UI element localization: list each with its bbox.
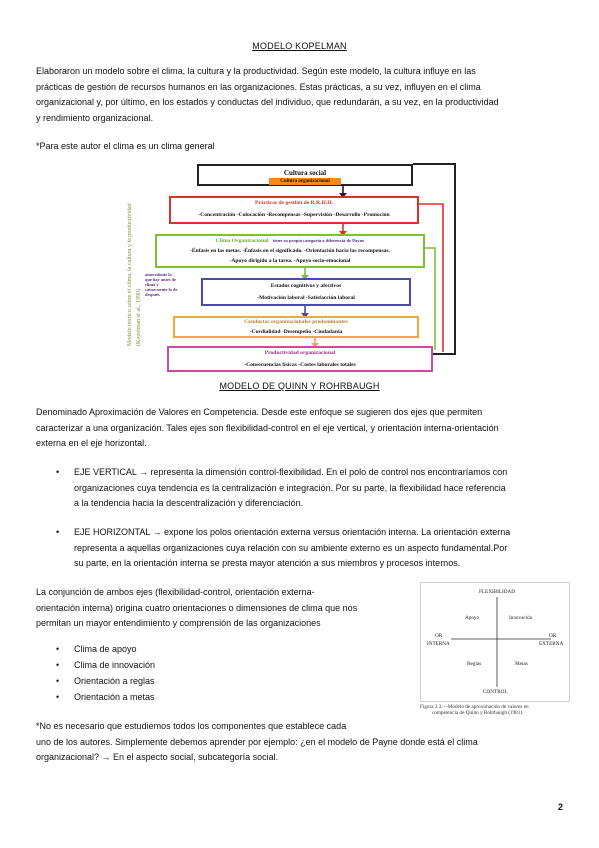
- paragraph-line: Elaboraron un modelo sobre el clima, la …: [36, 66, 476, 76]
- quinn-axes: [451, 597, 551, 687]
- heading-kopelman: MODELO KOPELMAN: [252, 41, 347, 51]
- box-title: Prácticas de gestión de R.R.H.H.: [255, 200, 333, 206]
- bullet-eje-vertical: • EJE VERTICAL → representa la dimensión…: [56, 465, 566, 512]
- antecedent-line: antecedente lo: [145, 272, 172, 277]
- antecedent-line: que hay antes de: [145, 277, 177, 282]
- box-items: -Motivación laboral -Satisfacción labora…: [257, 295, 355, 301]
- box-title: Conductas organizacionales predominantes: [244, 319, 348, 325]
- box-title-note: tiene su propia categoría a diferencia d…: [272, 238, 365, 243]
- box-title-line: Clima Organizacional tiene su propia cat…: [157, 238, 423, 244]
- box-items: -Consecuencias físicas -Costes laborales…: [244, 362, 356, 368]
- dimension-label: Orientación a metas: [74, 692, 155, 702]
- kopelman-note: *Para este autor el clima es un clima ge…: [36, 141, 215, 151]
- page-number: 2: [557, 802, 563, 812]
- axis-left-label: OR.: [435, 633, 444, 639]
- dimension-item: • Clima de innovación: [56, 660, 155, 670]
- bullet-dot: •: [56, 467, 60, 477]
- conjuncion-paragraph: La conjunción de ambos ejes (flexibilida…: [36, 585, 406, 632]
- box-title: Productividad organizacional: [264, 350, 336, 356]
- box-practicas-rrhh: Prácticas de gestión de R.R.H.H. -Concen…: [169, 196, 419, 224]
- bullet-eje-horizontal: • EJE HORIZONTAL → expone los polos orie…: [56, 525, 566, 572]
- quinn-paragraph: Denominado Aproximación de Valores en Co…: [36, 405, 566, 452]
- note-line: organizacional? → En el aspecto social, …: [36, 752, 279, 762]
- box-title: Clima Organizacional: [215, 238, 269, 244]
- paragraph-line: permitan un mayor entendimiento y compre…: [36, 618, 321, 628]
- paragraph-line: organizacional y, por último, en los est…: [36, 97, 499, 107]
- paragraph-line: prácticas de gestión de recursos humanos…: [36, 81, 481, 92]
- box-items: -Apoyo dirigido a la tarea. -Apoyo socio…: [229, 258, 351, 264]
- figure-connectors: [301, 163, 456, 355]
- box-estados: Estados cognitivos y afectivos -Motivaci…: [201, 278, 411, 306]
- box-subtitle: Cultura organizacional: [269, 178, 341, 185]
- box-items: -Cordialidad -Desempeño -Ciudadanía: [249, 329, 343, 335]
- axis-right-label: OR.: [549, 633, 558, 639]
- axis-top-label: FLEXIBILIDAD: [479, 589, 516, 595]
- dimension-item: • Orientación a reglas: [56, 676, 155, 686]
- caption-line: competencia de Quinn y Rohrbaugh (1981).: [432, 710, 524, 717]
- paragraph-line: La conjunción de ambos ejes (flexibilida…: [36, 587, 315, 597]
- box-productividad: Productividad organizacional -Consecuenc…: [167, 346, 433, 372]
- dimension-item: • Orientación a metas: [56, 692, 155, 702]
- quadrant-metas: Metas: [515, 661, 528, 667]
- bullet-line: su parte, en la orientación interna se p…: [74, 558, 461, 568]
- antecedent-note: antecedente lo que hay antes de clima y …: [145, 272, 177, 297]
- bullet-dot: •: [56, 644, 60, 654]
- box-title: Estados cognitivos y afectivos: [270, 283, 342, 289]
- antecedent-line: clima y: [145, 282, 159, 287]
- bullet-line: a la tendencia hacia la descentralizació…: [74, 498, 304, 508]
- note-line: *No es necesario que estudiemos todos lo…: [36, 721, 347, 731]
- bullet-dot: •: [56, 660, 60, 670]
- kopelman-figure: Modelo teórico sobre el clima, la cultur…: [125, 156, 465, 378]
- paragraph-line: orientación interna) origina cuatro orie…: [36, 602, 358, 613]
- bullet-dot: •: [56, 527, 60, 537]
- dimension-label: Orientación a reglas: [74, 676, 155, 686]
- dimension-label: Clima de apoyo: [74, 644, 137, 654]
- dimension-item: • Clima de apoyo: [56, 644, 137, 654]
- bullet-line: representa a aquellas organizaciones cuy…: [74, 542, 508, 553]
- box-conductas: Conductas organizacionales predominantes…: [173, 316, 419, 338]
- paragraph-line: Denominado Aproximación de Valores en Co…: [36, 407, 483, 417]
- box-cultura-social: Cultura social Cultura organizacional: [197, 164, 413, 186]
- box-clima-organizacional: Clima Organizacional tiene su propia cat…: [155, 234, 425, 268]
- paragraph-line: externa en el eje horizontal.: [36, 438, 147, 448]
- paragraph-line: caracterizar a una organización. Tales e…: [36, 422, 499, 433]
- box-items: -Concentración -Colocación -Recompensas …: [198, 212, 390, 218]
- dimension-label: Clima de innovación: [74, 660, 156, 670]
- bullet-dot: •: [56, 676, 60, 686]
- antecedent-line: consecuente lo de: [145, 287, 178, 292]
- caption-line: Figura 3.3.—Modelo de aproximación de va…: [420, 704, 529, 710]
- axis-right-label: EXTERNA: [539, 641, 564, 647]
- paragraph-line: y rendimiento organizacional.: [36, 112, 154, 123]
- bullet-text: EJE HORIZONTAL → expone los polos orient…: [74, 525, 566, 572]
- quadrant-reglas: Reglas: [467, 661, 482, 667]
- bullet-text: EJE VERTICAL → representa la dimensión c…: [74, 465, 566, 512]
- quinn-figure: FLEXIBILIDAD CONTROL OR. INTERNA OR. EXT…: [420, 582, 570, 702]
- quadrant-apoyo: Apoyo: [465, 615, 480, 621]
- final-note: *No es necesario que estudiemos todos lo…: [36, 719, 566, 766]
- quadrant-innovacion: Innovación: [509, 615, 533, 621]
- antecedent-line: después: [145, 292, 160, 297]
- note-line: uno de los autores. Simplemente debemos …: [36, 736, 478, 747]
- kopelman-paragraph: Elaboraron un modelo sobre el clima, la …: [36, 64, 566, 126]
- bullet-line: EJE VERTICAL → representa la dimensión c…: [74, 467, 508, 477]
- axis-left-label: INTERNA: [427, 641, 450, 647]
- box-title: Cultura social: [283, 169, 327, 177]
- quinn-figure-caption: Figura 3.3.—Modelo de aproximación de va…: [420, 704, 580, 717]
- axis-bottom-label: CONTROL: [483, 689, 508, 695]
- box-items: -Énfasis en las metas. -Énfasis en el si…: [189, 248, 391, 254]
- bullet-line: organizaciones cuya tendencia es la cent…: [74, 482, 506, 493]
- bullet-line: EJE HORIZONTAL → expone los polos orient…: [74, 527, 511, 537]
- bullet-dot: •: [56, 692, 60, 702]
- heading-quinn: MODELO DE QUINN Y ROHRBAUGH: [219, 381, 380, 391]
